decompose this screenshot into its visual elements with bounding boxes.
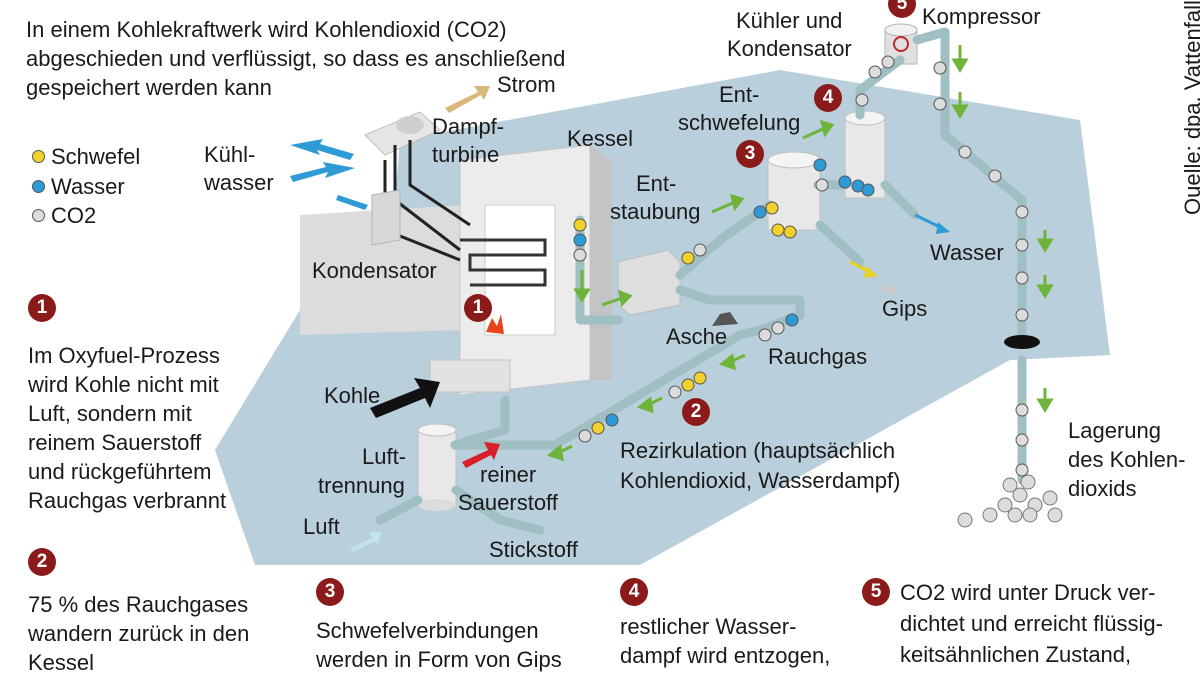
co2-pile xyxy=(957,474,1063,528)
ash-pile xyxy=(712,312,738,326)
label-entstaubung-1: Ent- xyxy=(636,171,677,196)
step-5-line-1: CO2 wird unter Druck ver- xyxy=(900,580,1156,605)
step-3-number: 3 xyxy=(316,578,344,606)
step-3-line-1: Schwefelverbindungen xyxy=(316,618,539,643)
label-strom: Strom xyxy=(497,72,556,97)
label-kuehlwasser-2: wasser xyxy=(204,170,274,195)
diagram-marker-1: 1 xyxy=(464,294,492,322)
label-kuehler-1: Kühler und xyxy=(736,8,843,33)
flow-arrows xyxy=(546,45,1054,462)
label-kondensator: Kondensator xyxy=(312,258,437,283)
step-5-line-3: keitsähnlichen Zustand, xyxy=(900,642,1132,667)
step-1-number: 1 xyxy=(28,294,56,322)
legend-co2-label: CO2 xyxy=(51,203,97,228)
label-kessel: Kessel xyxy=(567,126,634,151)
step-1-line-2: wird Kohle nicht mit xyxy=(28,372,219,397)
legend-water-dot xyxy=(32,180,45,193)
step-1-line-4: reinem Sauerstoff xyxy=(28,430,202,455)
label-wasser: Wasser xyxy=(930,240,1004,265)
step-2-line-2: wandern zurück in den xyxy=(28,621,250,646)
diagram-marker-4: 4 xyxy=(814,84,842,112)
dedusting-unit xyxy=(617,249,681,316)
label-entstaubung-2: staubung xyxy=(610,199,701,224)
label-entschwefelung-2: schwefelung xyxy=(678,110,801,135)
intro-line-3: gespeichert werden kann xyxy=(26,75,272,100)
coal-arrow xyxy=(370,378,440,418)
step-2-line-1: 75 % des Rauchgases xyxy=(28,592,249,617)
label-lagerung-3: dioxids xyxy=(1068,476,1137,501)
label-kuehlwasser-1: Kühl- xyxy=(204,142,256,167)
diagram-marker-2: 2 xyxy=(682,398,710,426)
oxygen-arrow xyxy=(462,442,500,468)
intro-line-1: In einem Kohlekraftwerk wird Kohlendioxi… xyxy=(26,17,507,42)
water-outflow-arrowhead xyxy=(936,222,950,234)
step-1-line-5: und rückgeführtem xyxy=(28,459,212,484)
pipes xyxy=(375,27,1027,535)
label-gips: Gips xyxy=(882,296,928,321)
step-3-line-2: werden in Form von Gips xyxy=(316,647,562,672)
label-dampfturbine-1: Dampf- xyxy=(432,114,505,139)
gypsum-outflow-arrowhead xyxy=(864,266,878,278)
step-1-line-6: Rauchgas verbrannt xyxy=(28,488,227,513)
desulfurization-tower xyxy=(767,151,821,231)
label-rauchgas: Rauchgas xyxy=(768,344,868,369)
source-credit: Quelle: dpa, Vattenfall xyxy=(1180,0,1200,215)
step-5-number: 5 xyxy=(862,578,890,606)
legend-sulfur-label: Schwefel xyxy=(51,144,141,169)
label-luft: Luft xyxy=(303,514,340,539)
gypsum-pile xyxy=(880,284,898,294)
step-4-line-1: restlicher Wasser- xyxy=(620,614,797,639)
label-lufttrennung-1: Luft- xyxy=(362,444,407,469)
diagram-marker-5: 5 xyxy=(888,0,916,18)
label-sauerstoff-1: reiner xyxy=(480,462,537,487)
label-lagerung-2: des Kohlen- xyxy=(1068,447,1186,472)
label-asche: Asche xyxy=(666,324,728,349)
step-2-line-3: Kessel xyxy=(28,650,95,675)
intro-line-2: abgeschieden und verflüssigt, so dass es… xyxy=(26,46,566,71)
label-lufttrennung-2: trennung xyxy=(318,473,405,498)
step-5-line-2: dichtet und erreicht flüssig- xyxy=(900,611,1163,636)
strom-arrow xyxy=(445,86,490,113)
label-entschwefelung-1: Ent- xyxy=(719,82,760,107)
label-sauerstoff-2: Sauerstoff xyxy=(458,490,558,515)
label-stickstoff: Stickstoff xyxy=(489,537,578,562)
flow-dots xyxy=(573,55,1029,477)
legend-sulfur-dot xyxy=(32,150,45,163)
diagram-marker-3: 3 xyxy=(736,140,764,168)
label-kompressor: Kompressor xyxy=(922,4,1041,29)
label-lagerung-1: Lagerung xyxy=(1068,418,1161,443)
step-1-line-3: Luft, sondern mit xyxy=(28,401,192,426)
step-4-number: 4 xyxy=(620,578,648,606)
legend-co2-dot xyxy=(32,209,45,222)
label-kuehler-2: Kondensator xyxy=(727,36,852,61)
air-arrow xyxy=(350,532,382,552)
condenser-box xyxy=(371,189,401,246)
flame xyxy=(486,314,504,334)
label-kohle: Kohle xyxy=(324,383,381,408)
air-separation-unit xyxy=(417,423,457,511)
step-1-line-1: Im Oxyfuel-Prozess xyxy=(28,343,220,368)
label-rezirkulation-2: Kohlendioxid, Wasserdampf) xyxy=(620,468,901,493)
cooling-water-arrows xyxy=(290,139,368,210)
legend-water-label: Wasser xyxy=(51,174,125,199)
label-dampfturbine-2: turbine xyxy=(432,142,500,167)
step-2-number: 2 xyxy=(28,548,56,576)
storage-well xyxy=(1004,335,1040,349)
label-rezirkulation-1: Rezirkulation (hauptsächlich xyxy=(620,438,896,463)
step-4-line-2: dampf wird entzogen, xyxy=(620,643,831,668)
